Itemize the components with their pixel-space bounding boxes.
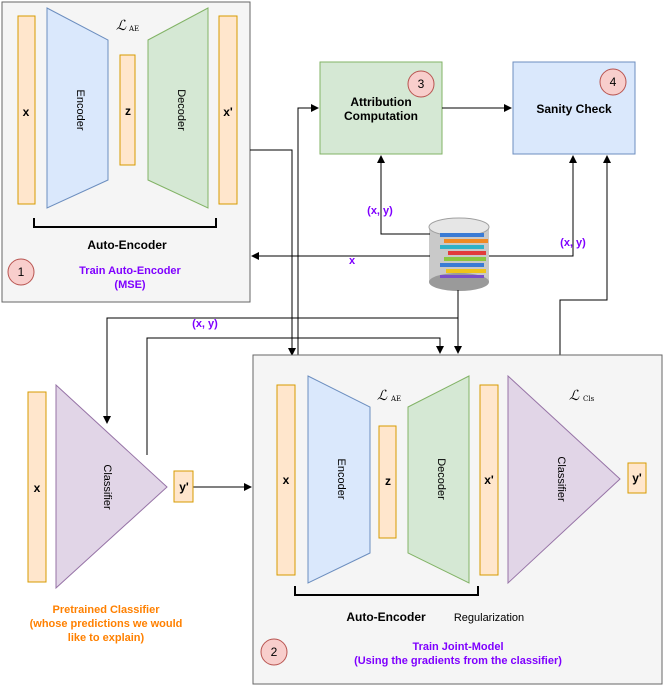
joint-classifier-label: Classifier: [555, 456, 567, 502]
joint-yprime-label: y': [632, 471, 642, 485]
pretrained-input-x-bar: [27, 391, 47, 583]
joint-autoencoder-brace-label: Auto-Encoder: [346, 610, 426, 624]
pretrained-caption-line2: (whose predictions we would: [30, 618, 183, 630]
autoencoder-brace: [33, 218, 217, 228]
pretrained-input-x-label: x: [34, 481, 41, 495]
badge-4-number: 4: [610, 75, 617, 89]
panel2-caption-line1: Train Joint-Model: [412, 641, 503, 653]
output-xprime-label: x': [223, 105, 233, 119]
joint-classifier-triangle: [507, 374, 621, 585]
joint-output-xprime-label: x': [484, 473, 494, 487]
edge-label-xy-attribution: (x, y): [367, 205, 393, 217]
loss-ae-subscript: AE: [128, 25, 139, 33]
joint-loss-ae-symbol: ℒ: [377, 388, 388, 404]
attribution-label-line2: Computation: [344, 109, 418, 123]
edge-panel1-to-panel2: [250, 149, 296, 356]
edge-pretrained-to-panel2: [146, 337, 444, 455]
edge-db-to-attribution: [377, 155, 430, 235]
output-xprime-bar: [218, 15, 238, 205]
attribution-label-line1: Attribution: [350, 95, 411, 109]
joint-input-x-label: x: [283, 473, 290, 487]
badge-3: [407, 70, 435, 98]
input-x-bar: [17, 15, 36, 205]
badge-1: [7, 258, 35, 286]
joint-loss-cls-symbol: ℒ: [569, 388, 580, 404]
decoder-trapezoid: [147, 7, 209, 209]
joint-decoder-trapezoid: [407, 375, 470, 584]
joint-latent-z-label: z: [385, 474, 391, 488]
edges: [103, 104, 611, 608]
badge-1-number: 1: [18, 265, 25, 279]
edge-db-to-pretrained: [103, 317, 458, 424]
edge-panel2-to-sanity: [559, 155, 611, 355]
panel2-caption-line2: (Using the gradients from the classifier…: [354, 655, 562, 667]
joint-input-x-bar: [276, 384, 296, 576]
encoder-label: Encoder: [74, 90, 86, 131]
panel1-caption-line2: (MSE): [114, 279, 146, 291]
edge-db-to-sanity: [489, 155, 577, 257]
sanity-check-label: Sanity Check: [536, 102, 612, 116]
pretrained-caption-line3: like to explain): [68, 632, 145, 644]
badge-2-number: 2: [271, 645, 278, 659]
input-x-label: x: [23, 105, 30, 119]
loss-ae-symbol: ℒ: [116, 18, 127, 34]
latent-z-bar: [119, 54, 136, 166]
joint-autoencoder-brace: [294, 586, 479, 596]
latent-z-label: z: [125, 104, 131, 118]
joint-encoder-label: Encoder: [335, 459, 347, 500]
pretrained-yprime-box: [173, 470, 194, 503]
dataset-database-icon: [428, 217, 490, 291]
autoencoder-brace-label: Auto-Encoder: [87, 238, 167, 252]
badge-4: [599, 68, 627, 96]
badge-3-number: 3: [418, 77, 425, 91]
joint-latent-z-bar: [378, 425, 397, 539]
joint-loss-cls-subscript: Cls: [583, 395, 595, 403]
edge-label-xy-pretrained: (x, y): [192, 318, 218, 330]
panel1-caption-line1: Train Auto-Encoder: [79, 265, 181, 277]
edge-label-xy-sanity: (x, y): [560, 237, 586, 249]
decoder-label: Decoder: [175, 89, 187, 131]
pretrained-yprime-label: y': [179, 480, 189, 494]
badge-2: [260, 638, 288, 666]
pretrained-classifier-label: Classifier: [101, 464, 113, 510]
encoder-trapezoid: [46, 7, 109, 209]
joint-output-xprime-bar: [479, 384, 499, 576]
pretrained-caption-line1: Pretrained Classifier: [53, 604, 161, 616]
pretrained-classifier-triangle: [55, 383, 168, 590]
joint-decoder-label: Decoder: [435, 458, 447, 500]
joint-encoder-trapezoid: [307, 375, 371, 584]
edge-label-x-panel1: x: [349, 255, 356, 267]
edge-panel1-to-attribution: [297, 104, 319, 355]
regularization-label: Regularization: [454, 612, 524, 624]
joint-loss-ae-subscript: AE: [390, 395, 401, 403]
joint-yprime-box: [627, 462, 647, 494]
